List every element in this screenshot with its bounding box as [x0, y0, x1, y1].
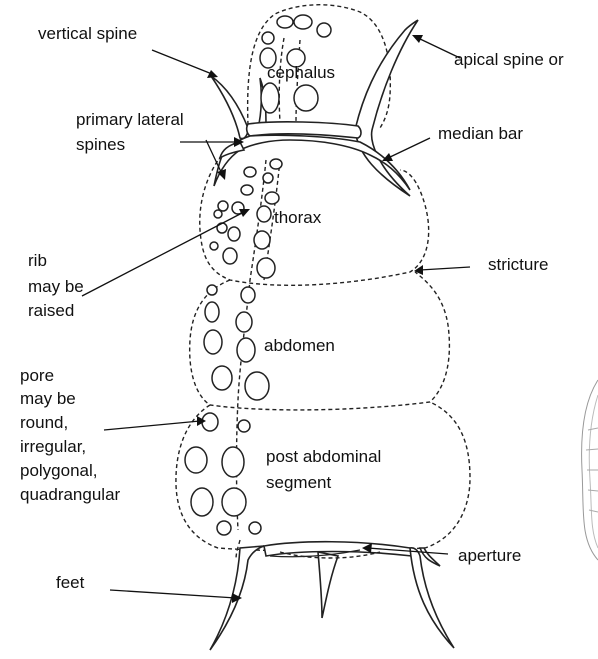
- pore: [257, 258, 275, 278]
- label-primary-lateral-1: primary lateral: [76, 110, 184, 129]
- pore: [317, 23, 331, 37]
- label-post-abdominal-2: segment: [266, 473, 331, 492]
- pore: [223, 248, 237, 264]
- pore: [185, 447, 207, 473]
- feet-skeleton: [210, 540, 454, 650]
- pore: [261, 83, 279, 113]
- pore: [204, 330, 222, 354]
- pore: [262, 32, 274, 44]
- label-pore-6: quadrangular: [20, 485, 121, 504]
- label-pore-2: may be: [20, 389, 76, 408]
- label-post-abdominal-1: post abdominal: [266, 447, 381, 466]
- label-pore-3: round,: [20, 413, 68, 432]
- pore: [254, 231, 270, 249]
- pore: [244, 167, 256, 177]
- pore: [205, 302, 219, 322]
- pore: [294, 85, 318, 111]
- label-apical-spine: apical spine or: [454, 50, 564, 69]
- pore: [241, 185, 253, 195]
- label-vertical-spine: vertical spine: [38, 24, 137, 43]
- pore: [277, 16, 293, 28]
- label-cephalus: cephalus: [267, 63, 335, 82]
- pore: [263, 173, 273, 183]
- label-rib-1: rib: [28, 251, 47, 270]
- label-rib-2: may be: [28, 277, 84, 296]
- label-feet: feet: [56, 573, 85, 592]
- background-sketch: [582, 380, 598, 560]
- pore: [222, 447, 244, 477]
- pore: [210, 242, 218, 250]
- pore: [257, 206, 271, 222]
- pore: [294, 15, 312, 29]
- label-pore-1: pore: [20, 366, 54, 385]
- pore: [245, 372, 269, 400]
- label-median-bar: median bar: [438, 124, 523, 143]
- labels: vertical spine apical spine or cephalus …: [20, 24, 564, 592]
- label-pore-5: polygonal,: [20, 461, 98, 480]
- label-primary-lateral-2: spines: [76, 135, 125, 154]
- label-rib-3: raised: [28, 301, 74, 320]
- pore: [265, 192, 279, 204]
- pore: [212, 366, 232, 390]
- pore: [236, 312, 252, 332]
- pore: [249, 522, 261, 534]
- pore: [237, 338, 255, 362]
- pore: [202, 413, 218, 431]
- pore: [222, 488, 246, 516]
- pore: [228, 227, 240, 241]
- label-abdomen: abdomen: [264, 336, 335, 355]
- label-thorax: thorax: [274, 208, 322, 227]
- pore: [207, 285, 217, 295]
- pore: [214, 210, 222, 218]
- pore: [191, 488, 213, 516]
- pore: [217, 521, 231, 535]
- label-pore-4: irregular,: [20, 437, 86, 456]
- label-aperture: aperture: [458, 546, 521, 565]
- pore: [270, 159, 282, 169]
- label-stricture: stricture: [488, 255, 548, 274]
- pore: [241, 287, 255, 303]
- pore: [238, 420, 250, 432]
